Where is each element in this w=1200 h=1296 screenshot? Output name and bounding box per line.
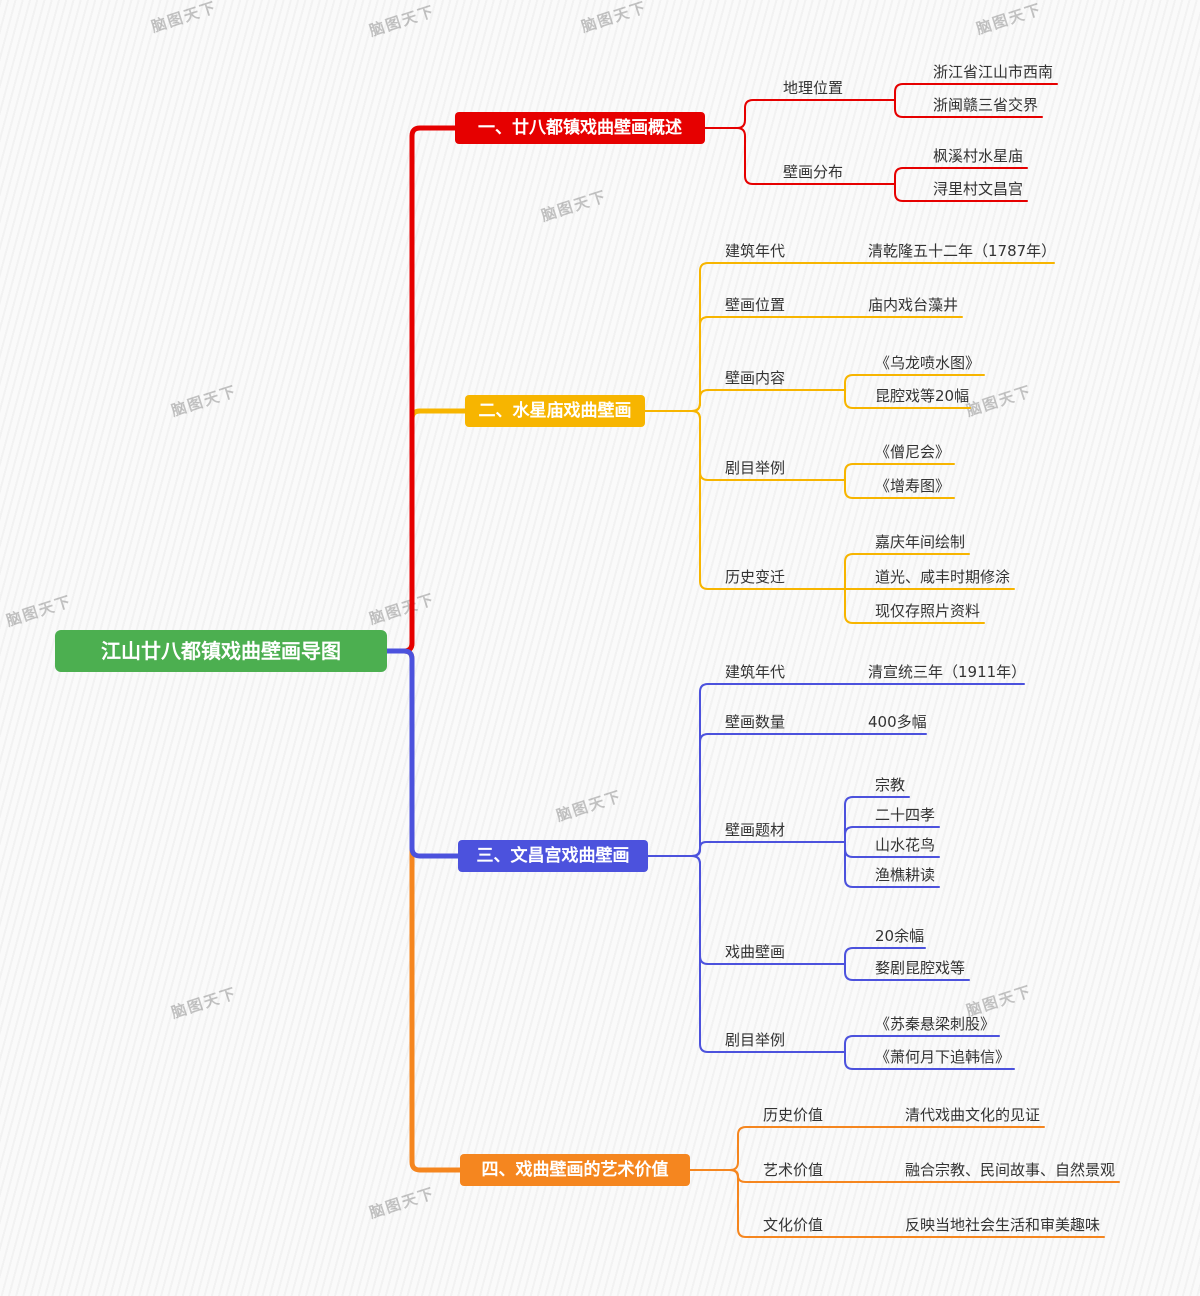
child-topic[interactable]: 戏曲壁画 bbox=[725, 943, 786, 961]
child-topic[interactable]: 剧目举例 bbox=[725, 459, 786, 477]
leaf-topic[interactable]: 清代戏曲文化的见证 bbox=[905, 1106, 1041, 1124]
leaf-topic[interactable]: 宗教 bbox=[875, 776, 906, 794]
leaf-topic[interactable]: 浙江省江山市西南 bbox=[933, 63, 1054, 81]
leaf-topic[interactable]: 《增寿图》 bbox=[875, 477, 951, 495]
leaf-topic[interactable]: 20余幅 bbox=[875, 927, 925, 945]
child-topic[interactable]: 剧目举例 bbox=[725, 1031, 786, 1049]
leaf-topic[interactable]: 浔里村文昌宫 bbox=[933, 180, 1024, 198]
root-node[interactable]: 江山廿八都镇戏曲壁画导图 bbox=[55, 630, 387, 672]
branch-node-shuixing-temple[interactable]: 二、水星庙戏曲壁画 bbox=[465, 395, 645, 427]
leaf-topic[interactable]: 清宣统三年（1911年） bbox=[868, 663, 1027, 681]
leaf-topic[interactable]: 清乾隆五十二年（1787年） bbox=[868, 242, 1057, 260]
child-topic[interactable]: 地理位置 bbox=[783, 79, 844, 97]
leaf-topic[interactable]: 反映当地社会生活和审美趣味 bbox=[905, 1216, 1101, 1234]
leaf-topic[interactable]: 道光、咸丰时期修涂 bbox=[875, 568, 1011, 586]
branch-node-overview[interactable]: 一、廿八都镇戏曲壁画概述 bbox=[455, 112, 705, 144]
branch-node-wenchang-palace[interactable]: 三、文昌宫戏曲壁画 bbox=[458, 840, 648, 872]
leaf-topic[interactable]: 婺剧昆腔戏等 bbox=[875, 959, 966, 977]
leaf-topic[interactable]: 庙内戏台藻井 bbox=[868, 296, 959, 314]
child-topic[interactable]: 文化价值 bbox=[763, 1216, 824, 1234]
child-topic[interactable]: 壁画分布 bbox=[783, 163, 844, 181]
child-topic[interactable]: 建筑年代 bbox=[725, 242, 786, 260]
leaf-topic[interactable]: 《苏秦悬梁刺股》 bbox=[875, 1015, 996, 1033]
leaf-topic[interactable]: 山水花鸟 bbox=[875, 836, 936, 854]
leaf-topic[interactable]: 嘉庆年间绘制 bbox=[875, 533, 966, 551]
leaf-topic[interactable]: 昆腔戏等20幅 bbox=[875, 387, 970, 405]
leaf-topic[interactable]: 《萧何月下追韩信》 bbox=[875, 1048, 1011, 1066]
leaf-topic[interactable]: 浙闽赣三省交界 bbox=[933, 96, 1039, 114]
leaf-topic[interactable]: 《乌龙喷水图》 bbox=[875, 354, 981, 372]
leaf-topic[interactable]: 融合宗教、民间故事、自然景观 bbox=[905, 1161, 1116, 1179]
child-topic[interactable]: 壁画位置 bbox=[725, 296, 786, 314]
leaf-topic[interactable]: 二十四孝 bbox=[875, 806, 936, 824]
leaf-topic[interactable]: 《僧尼会》 bbox=[875, 443, 951, 461]
child-topic[interactable]: 壁画内容 bbox=[725, 369, 786, 387]
leaf-topic[interactable]: 渔樵耕读 bbox=[875, 866, 936, 884]
child-topic[interactable]: 历史变迁 bbox=[725, 568, 786, 586]
child-topic[interactable]: 历史价值 bbox=[763, 1106, 824, 1124]
leaf-topic[interactable]: 现仅存照片资料 bbox=[875, 602, 981, 620]
child-topic[interactable]: 壁画题材 bbox=[725, 821, 786, 839]
branch-node-artistic-value[interactable]: 四、戏曲壁画的艺术价值 bbox=[460, 1154, 690, 1186]
child-topic[interactable]: 壁画数量 bbox=[725, 713, 786, 731]
child-topic[interactable]: 建筑年代 bbox=[725, 663, 786, 681]
child-topic[interactable]: 艺术价值 bbox=[763, 1161, 824, 1179]
leaf-topic[interactable]: 枫溪村水星庙 bbox=[933, 147, 1024, 165]
leaf-topic[interactable]: 400多幅 bbox=[868, 713, 927, 731]
